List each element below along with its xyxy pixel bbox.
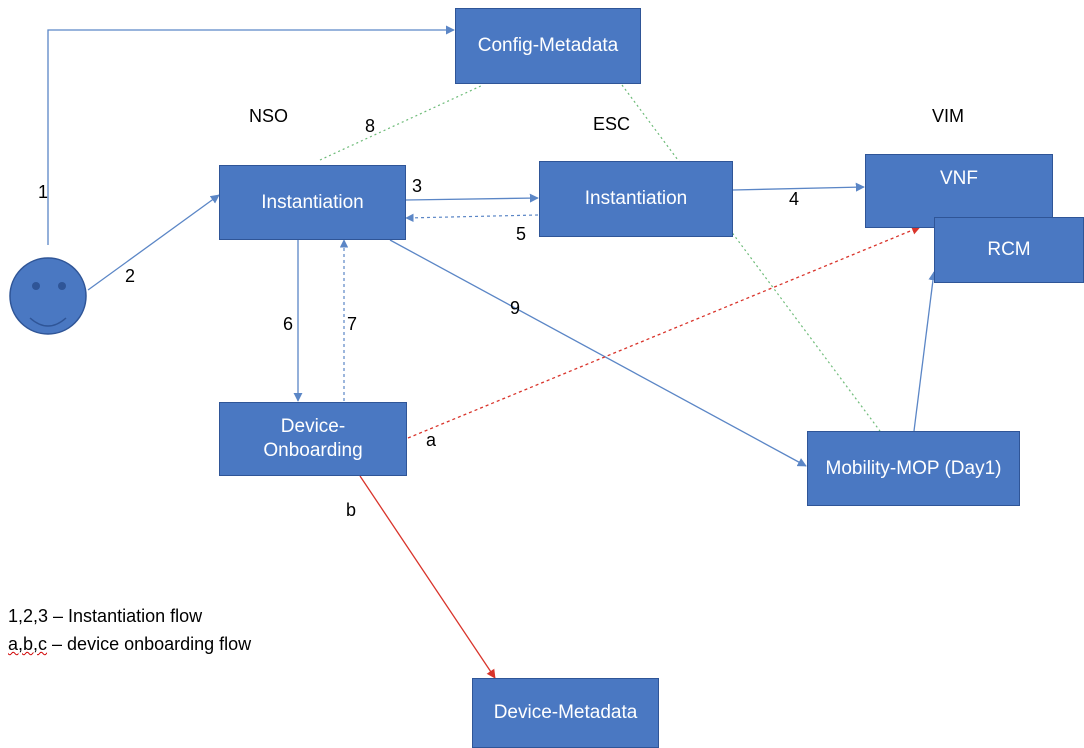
edge-label-b: b <box>346 500 357 520</box>
group-label-vim: VIM <box>932 106 965 126</box>
edge-2-user-to-nso-instantiation <box>87 194 220 291</box>
edge-config-metadata-to-mobility-mop <box>621 84 881 432</box>
edge-label-4: 4 <box>789 189 800 209</box>
nso-instantiation-label: Instantiation <box>261 191 364 213</box>
esc-instantiation-box: Instantiation <box>539 161 733 237</box>
edge-3-nso-to-esc <box>405 193 539 203</box>
edge-label-8: 8 <box>365 116 376 136</box>
vnf-box: VNF <box>865 154 1053 228</box>
legend: 1,2,3 – Instantiation flow a,b,c – devic… <box>8 603 251 659</box>
edge-label-2: 2 <box>125 266 136 286</box>
rcm-box: RCM <box>934 217 1084 283</box>
edge-9-nso-to-mobility-mop <box>389 239 807 467</box>
device-onboarding-label-line2: Onboarding <box>263 440 363 461</box>
legend-onboarding-text: – device onboarding flow <box>47 633 252 654</box>
legend-onboarding-flow: a,b,c – device onboarding flow <box>8 631 251 659</box>
edge-5-esc-to-nso <box>405 213 539 223</box>
edge-label-a: a <box>426 430 437 450</box>
edge-label-1: 1 <box>38 182 49 202</box>
user-smiley-icon <box>9 257 87 335</box>
esc-instantiation-label: Instantiation <box>584 188 688 210</box>
device-onboarding-label-line1: Device- <box>280 416 346 438</box>
edge-4-esc-to-vnf <box>732 182 865 192</box>
mobility-mop-box: Mobility-MOP (Day1) <box>807 431 1020 506</box>
nso-instantiation-box: Instantiation <box>219 165 406 240</box>
device-metadata-label: Device-Metadata <box>493 702 638 724</box>
vnf-label: VNF <box>940 168 978 189</box>
edge-label-6: 6 <box>283 314 294 334</box>
device-onboarding-box: Device- Onboarding <box>219 402 407 476</box>
edge-mobility-mop-to-rcm <box>913 271 938 432</box>
edge-label-3: 3 <box>412 176 423 196</box>
config-metadata-box: Config-Metadata <box>455 8 641 84</box>
edge-label-7: 7 <box>347 314 358 334</box>
legend-instantiation-flow: 1,2,3 – Instantiation flow <box>8 606 203 626</box>
group-label-esc: ESC <box>593 114 631 134</box>
config-metadata-label: Config-Metadata <box>477 35 619 57</box>
rcm-label: RCM <box>987 239 1031 261</box>
edge-a-device-onboarding-to-vnf <box>407 225 921 439</box>
edge-8-nso-to-config-metadata <box>319 84 484 161</box>
edge-label-9: 9 <box>510 298 521 318</box>
legend-onboarding-keys: a,b,c <box>8 633 48 654</box>
edge-1-user-to-config-metadata <box>47 25 455 245</box>
mobility-mop-label: Mobility-MOP (Day1) <box>825 457 1002 479</box>
edge-b-device-onboarding-to-device-metadata <box>359 475 496 679</box>
device-metadata-box: Device-Metadata <box>472 678 659 748</box>
group-label-nso: NSO <box>249 106 289 126</box>
edge-label-5: 5 <box>516 224 527 244</box>
